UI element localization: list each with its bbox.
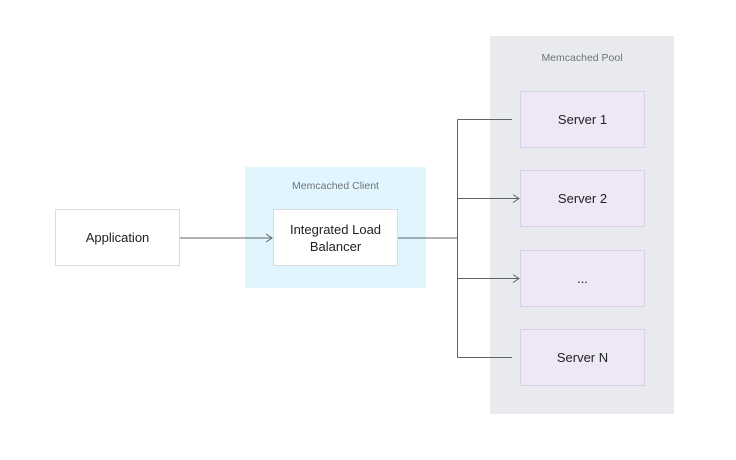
server-label: Server 2 — [557, 191, 608, 206]
server-node-1: Server 1 — [520, 91, 645, 148]
arrowhead-balancer — [265, 233, 273, 243]
arrowhead-server-ellipsis — [512, 274, 520, 283]
server-label: Server N — [556, 350, 609, 365]
application-label: Application — [85, 230, 150, 245]
application-node: Application — [55, 209, 180, 266]
memcached-pool-title: Memcached Pool — [541, 52, 623, 64]
load-balancer-label: Integrated Load Balancer — [289, 221, 382, 254]
memcached-client-title: Memcached Client — [292, 180, 379, 192]
server-label: ... — [577, 271, 588, 286]
server-node-2: Server 2 — [520, 170, 645, 227]
load-balancer-node: Integrated Load Balancer — [273, 209, 398, 266]
server-node-ellipsis: ... — [520, 250, 645, 307]
server-label: Server 1 — [557, 112, 608, 127]
server-node-n: Server N — [520, 329, 645, 386]
arrowhead-server-2 — [512, 194, 520, 203]
